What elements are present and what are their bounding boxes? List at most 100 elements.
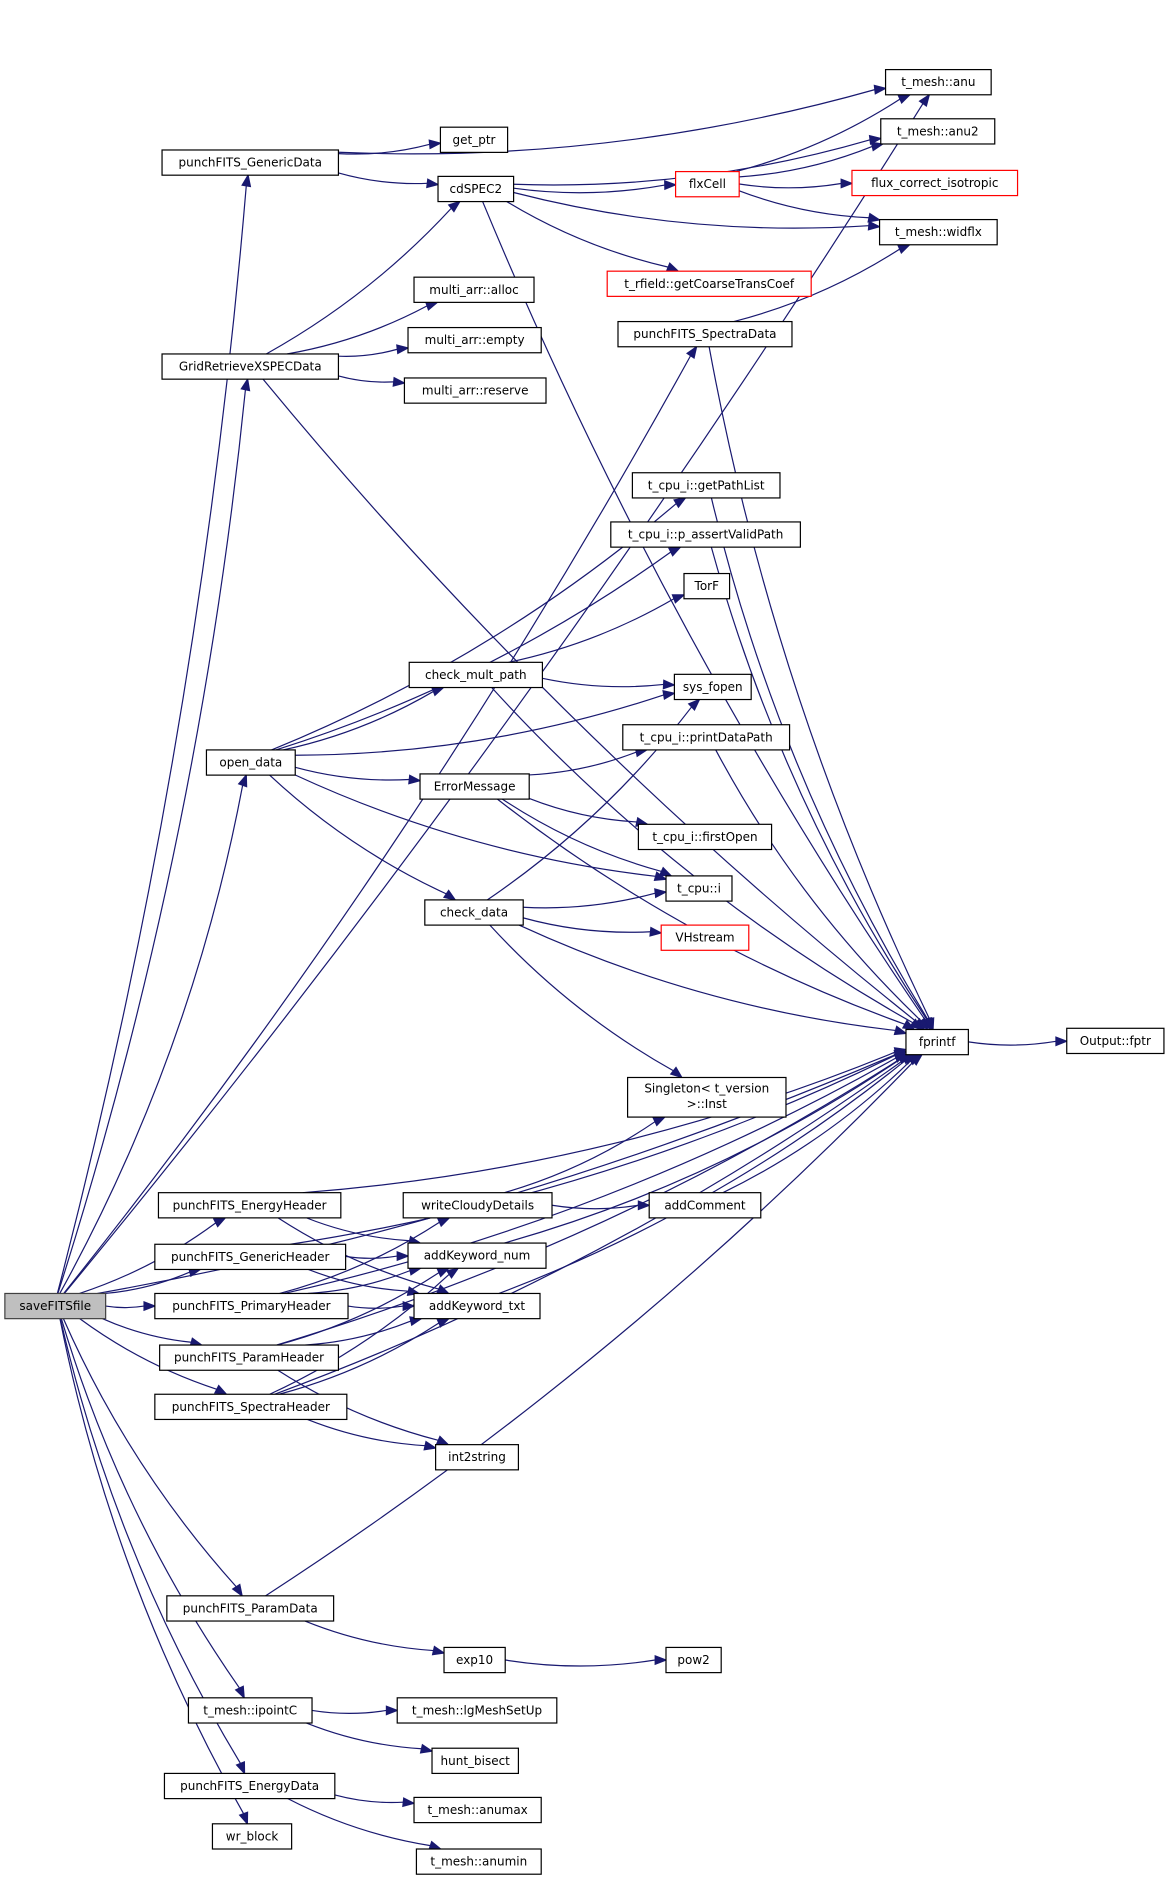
node-t-mesh-ipointc[interactable]: t_mesh::ipointC [187,1697,313,1724]
node-sys-fopen[interactable]: sys_fopen [673,673,752,701]
node-box[interactable] [407,326,542,354]
node-punchfits-primaryheader[interactable]: punchFITS_PrimaryHeader [154,1292,349,1320]
node-box[interactable] [631,472,781,499]
node-box[interactable] [154,1292,349,1320]
node-box[interactable] [665,875,733,902]
node-t-cpu-i-p-assertvalidpath[interactable]: t_cpu_i::p_assertValidPath [610,521,801,548]
node-flxcell[interactable]: flxCell [674,170,740,198]
node-flux-correct-isotropic[interactable]: flux_correct_isotropic [851,169,1019,197]
node-box[interactable] [880,118,996,145]
node-box[interactable] [622,724,791,751]
node-punchfits-genericdata[interactable]: punchFITS_GenericData [161,149,340,176]
node-box[interactable] [163,1772,336,1800]
node-t-cpu-i-getpathlist[interactable]: t_cpu_i::getPathList [631,472,781,499]
node-box[interactable] [878,218,998,246]
node-box[interactable] [431,1747,520,1775]
node-fprintf[interactable]: fprintf [905,1028,969,1056]
node-box[interactable] [437,175,515,203]
node-box[interactable] [413,276,535,303]
node-box[interactable] [674,170,740,198]
node-box[interactable] [648,1192,762,1219]
node-addkeyword-txt[interactable]: addKeyword_txt [413,1292,541,1320]
node-box[interactable] [407,1242,547,1269]
node-box[interactable] [413,1796,542,1824]
node-wr-block[interactable]: wr_block [211,1823,293,1850]
node-open-data[interactable]: open_data [205,749,296,776]
node-box[interactable] [606,270,812,297]
node-box[interactable] [439,126,509,153]
node-box[interactable] [617,320,793,348]
node-torf[interactable]: TorF [683,572,731,600]
node-box[interactable] [435,1444,520,1471]
node-box[interactable] [154,1243,347,1271]
node-addkeyword-num[interactable]: addKeyword_num [407,1242,547,1269]
node-box[interactable] [396,1697,558,1724]
node-box[interactable] [626,1076,787,1118]
node-box[interactable] [884,68,992,96]
node-check-data[interactable]: check_data [424,899,524,926]
node-box[interactable] [154,1393,348,1421]
node-box[interactable] [419,773,530,800]
node-box[interactable] [157,1192,342,1219]
node-t-cpu-i-printdatapath[interactable]: t_cpu_i::printDataPath [622,724,791,751]
node-punchfits-energydata[interactable]: punchFITS_EnergyData [163,1772,336,1800]
node-box[interactable] [905,1028,969,1056]
node-box[interactable] [665,1646,722,1674]
node-box[interactable] [683,572,731,600]
node-savefitsfile[interactable]: saveFITSfile [4,1292,107,1320]
node-box[interactable] [660,924,750,951]
node-box[interactable] [408,661,544,689]
node-multi-arr-reserve[interactable]: multi_arr::reserve [403,377,547,404]
node-hunt-bisect[interactable]: hunt_bisect [431,1747,520,1775]
node-box[interactable] [166,1595,335,1622]
node-t-mesh-anumax[interactable]: t_mesh::anumax [413,1796,542,1824]
node-box[interactable] [4,1292,107,1320]
node-singleton-inst[interactable]: Singleton< t_version>::Inst [626,1076,787,1118]
node-writecloudydetails[interactable]: writeCloudyDetails [402,1192,553,1219]
node-box[interactable] [443,1646,506,1674]
node-box[interactable] [402,1192,553,1219]
node-box[interactable] [161,353,340,380]
node-box[interactable] [637,823,773,851]
node-box[interactable] [211,1823,293,1850]
node-t-cpu-i-firstopen[interactable]: t_cpu_i::firstOpen [637,823,773,851]
node-box[interactable] [415,1848,542,1875]
node-t-rfield-getcoarsetranscoef[interactable]: t_rfield::getCoarseTransCoef [606,270,812,297]
node-box[interactable] [205,749,296,776]
node-punchfits-paramdata[interactable]: punchFITS_ParamData [166,1595,335,1622]
node-box[interactable] [851,169,1019,197]
node-punchfits-spectradata[interactable]: punchFITS_SpectraData [617,320,793,348]
node-addcomment[interactable]: addComment [648,1192,762,1219]
node-check-mult-path[interactable]: check_mult_path [408,661,544,689]
node-output-fptr[interactable]: Output::fptr [1066,1027,1165,1055]
node-errormessage[interactable]: ErrorMessage [419,773,530,800]
node-multi-arr-empty[interactable]: multi_arr::empty [407,326,542,354]
node-exp10[interactable]: exp10 [443,1646,506,1674]
node-box[interactable] [403,377,547,404]
node-int2string[interactable]: int2string [435,1444,520,1471]
node-pow2[interactable]: pow2 [665,1646,722,1674]
node-punchfits-spectraheader[interactable]: punchFITS_SpectraHeader [154,1393,348,1421]
node-t-mesh-anu[interactable]: t_mesh::anu [884,68,992,96]
node-box[interactable] [159,1344,340,1371]
node-get-ptr[interactable]: get_ptr [439,126,509,153]
node-multi-arr-alloc[interactable]: multi_arr::alloc [413,276,535,303]
node-punchfits-genericheader[interactable]: punchFITS_GenericHeader [154,1243,347,1271]
node-box[interactable] [187,1697,313,1724]
node-cdspec2[interactable]: cdSPEC2 [437,175,515,203]
node-box[interactable] [610,521,801,548]
node-t-mesh-lgmeshsetup[interactable]: t_mesh::lgMeshSetUp [396,1697,558,1724]
node-t-cpu-i[interactable]: t_cpu::i [665,875,733,902]
node-box[interactable] [1066,1027,1165,1055]
node-t-mesh-widflx[interactable]: t_mesh::widflx [878,218,998,246]
node-box[interactable] [673,673,752,701]
node-gridretrievexspecdata[interactable]: GridRetrieveXSPECData [161,353,340,380]
node-punchfits-energyheader[interactable]: punchFITS_EnergyHeader [157,1192,342,1219]
node-t-mesh-anumin[interactable]: t_mesh::anumin [415,1848,542,1875]
node-vhstream[interactable]: VHstream [660,924,750,951]
node-t-mesh-anu2[interactable]: t_mesh::anu2 [880,118,996,145]
node-box[interactable] [161,149,340,176]
node-box[interactable] [424,899,524,926]
node-punchfits-paramheader[interactable]: punchFITS_ParamHeader [159,1344,340,1371]
node-box[interactable] [413,1292,541,1320]
